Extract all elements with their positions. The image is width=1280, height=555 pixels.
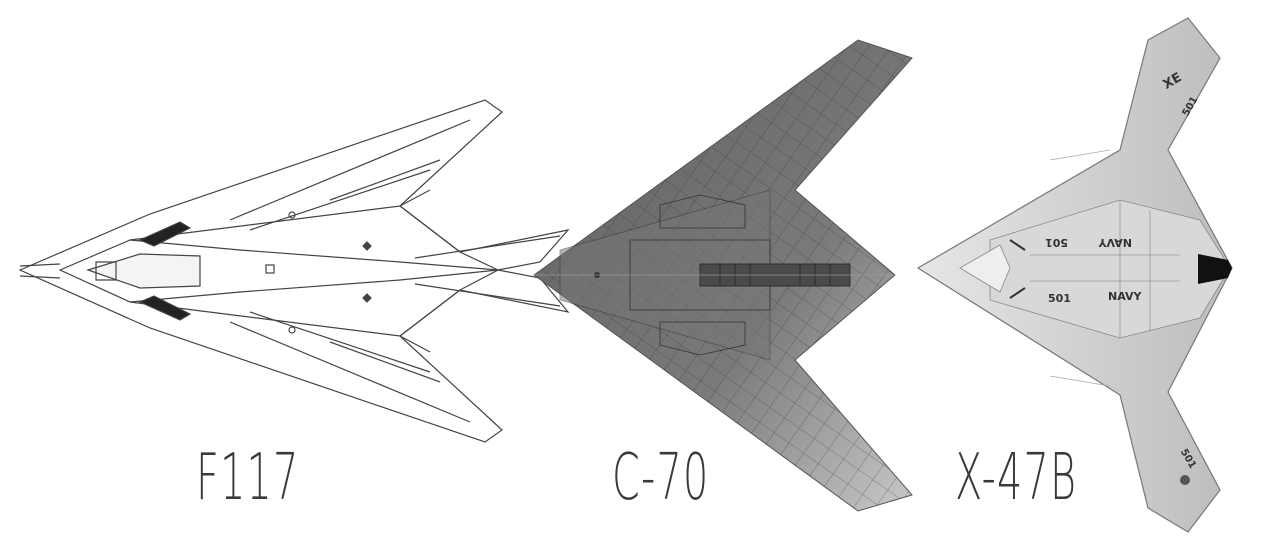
x47-navy-upper: NAVY: [1098, 236, 1132, 249]
x47-number-upper: 501: [1045, 236, 1068, 249]
x47-navy-lower: NAVY: [1108, 290, 1142, 303]
f117-label: F117: [196, 441, 300, 515]
x47-roundel: [1180, 475, 1190, 485]
x47b-drawing: NAVY NAVY 501 501 XE 501 501: [916, 17, 1233, 533]
x47-number-lower: 501: [1048, 292, 1071, 305]
c70-drawing: [533, 39, 913, 512]
x47b-label: X-47B: [955, 441, 1078, 515]
c70-label: C-70: [612, 441, 710, 515]
f117-drawing: [18, 99, 570, 443]
